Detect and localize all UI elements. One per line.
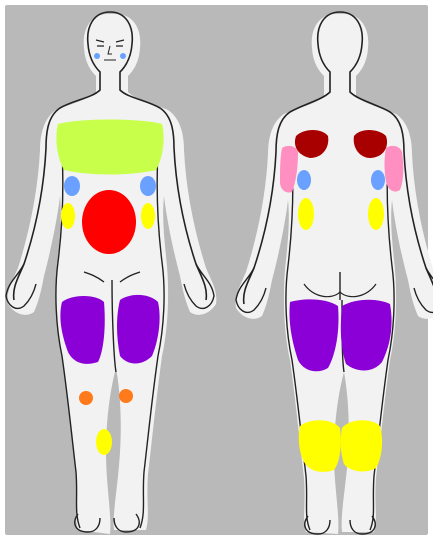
front-knee-left-region [79, 391, 93, 405]
back-upper-arm-right-region [385, 146, 404, 192]
back-lower-back-left-region [298, 198, 314, 230]
front-cheek-left [94, 53, 100, 59]
back-lower-back-right-region [368, 198, 384, 230]
front-cheek-right [120, 53, 126, 59]
back-calf-right-region [341, 420, 382, 471]
front-flank-left-region [64, 176, 80, 196]
front-knee-right-region [119, 389, 133, 403]
front-waist-right-region [141, 203, 155, 229]
front-flank-right-region [140, 176, 156, 196]
back-blue-left-region [297, 170, 311, 190]
back-blue-right-region [371, 170, 385, 190]
front-shin-right-region [96, 429, 112, 455]
front-waist-left-region [61, 203, 75, 229]
front-chest-region [56, 120, 163, 175]
front-abdomen-region [82, 190, 136, 254]
